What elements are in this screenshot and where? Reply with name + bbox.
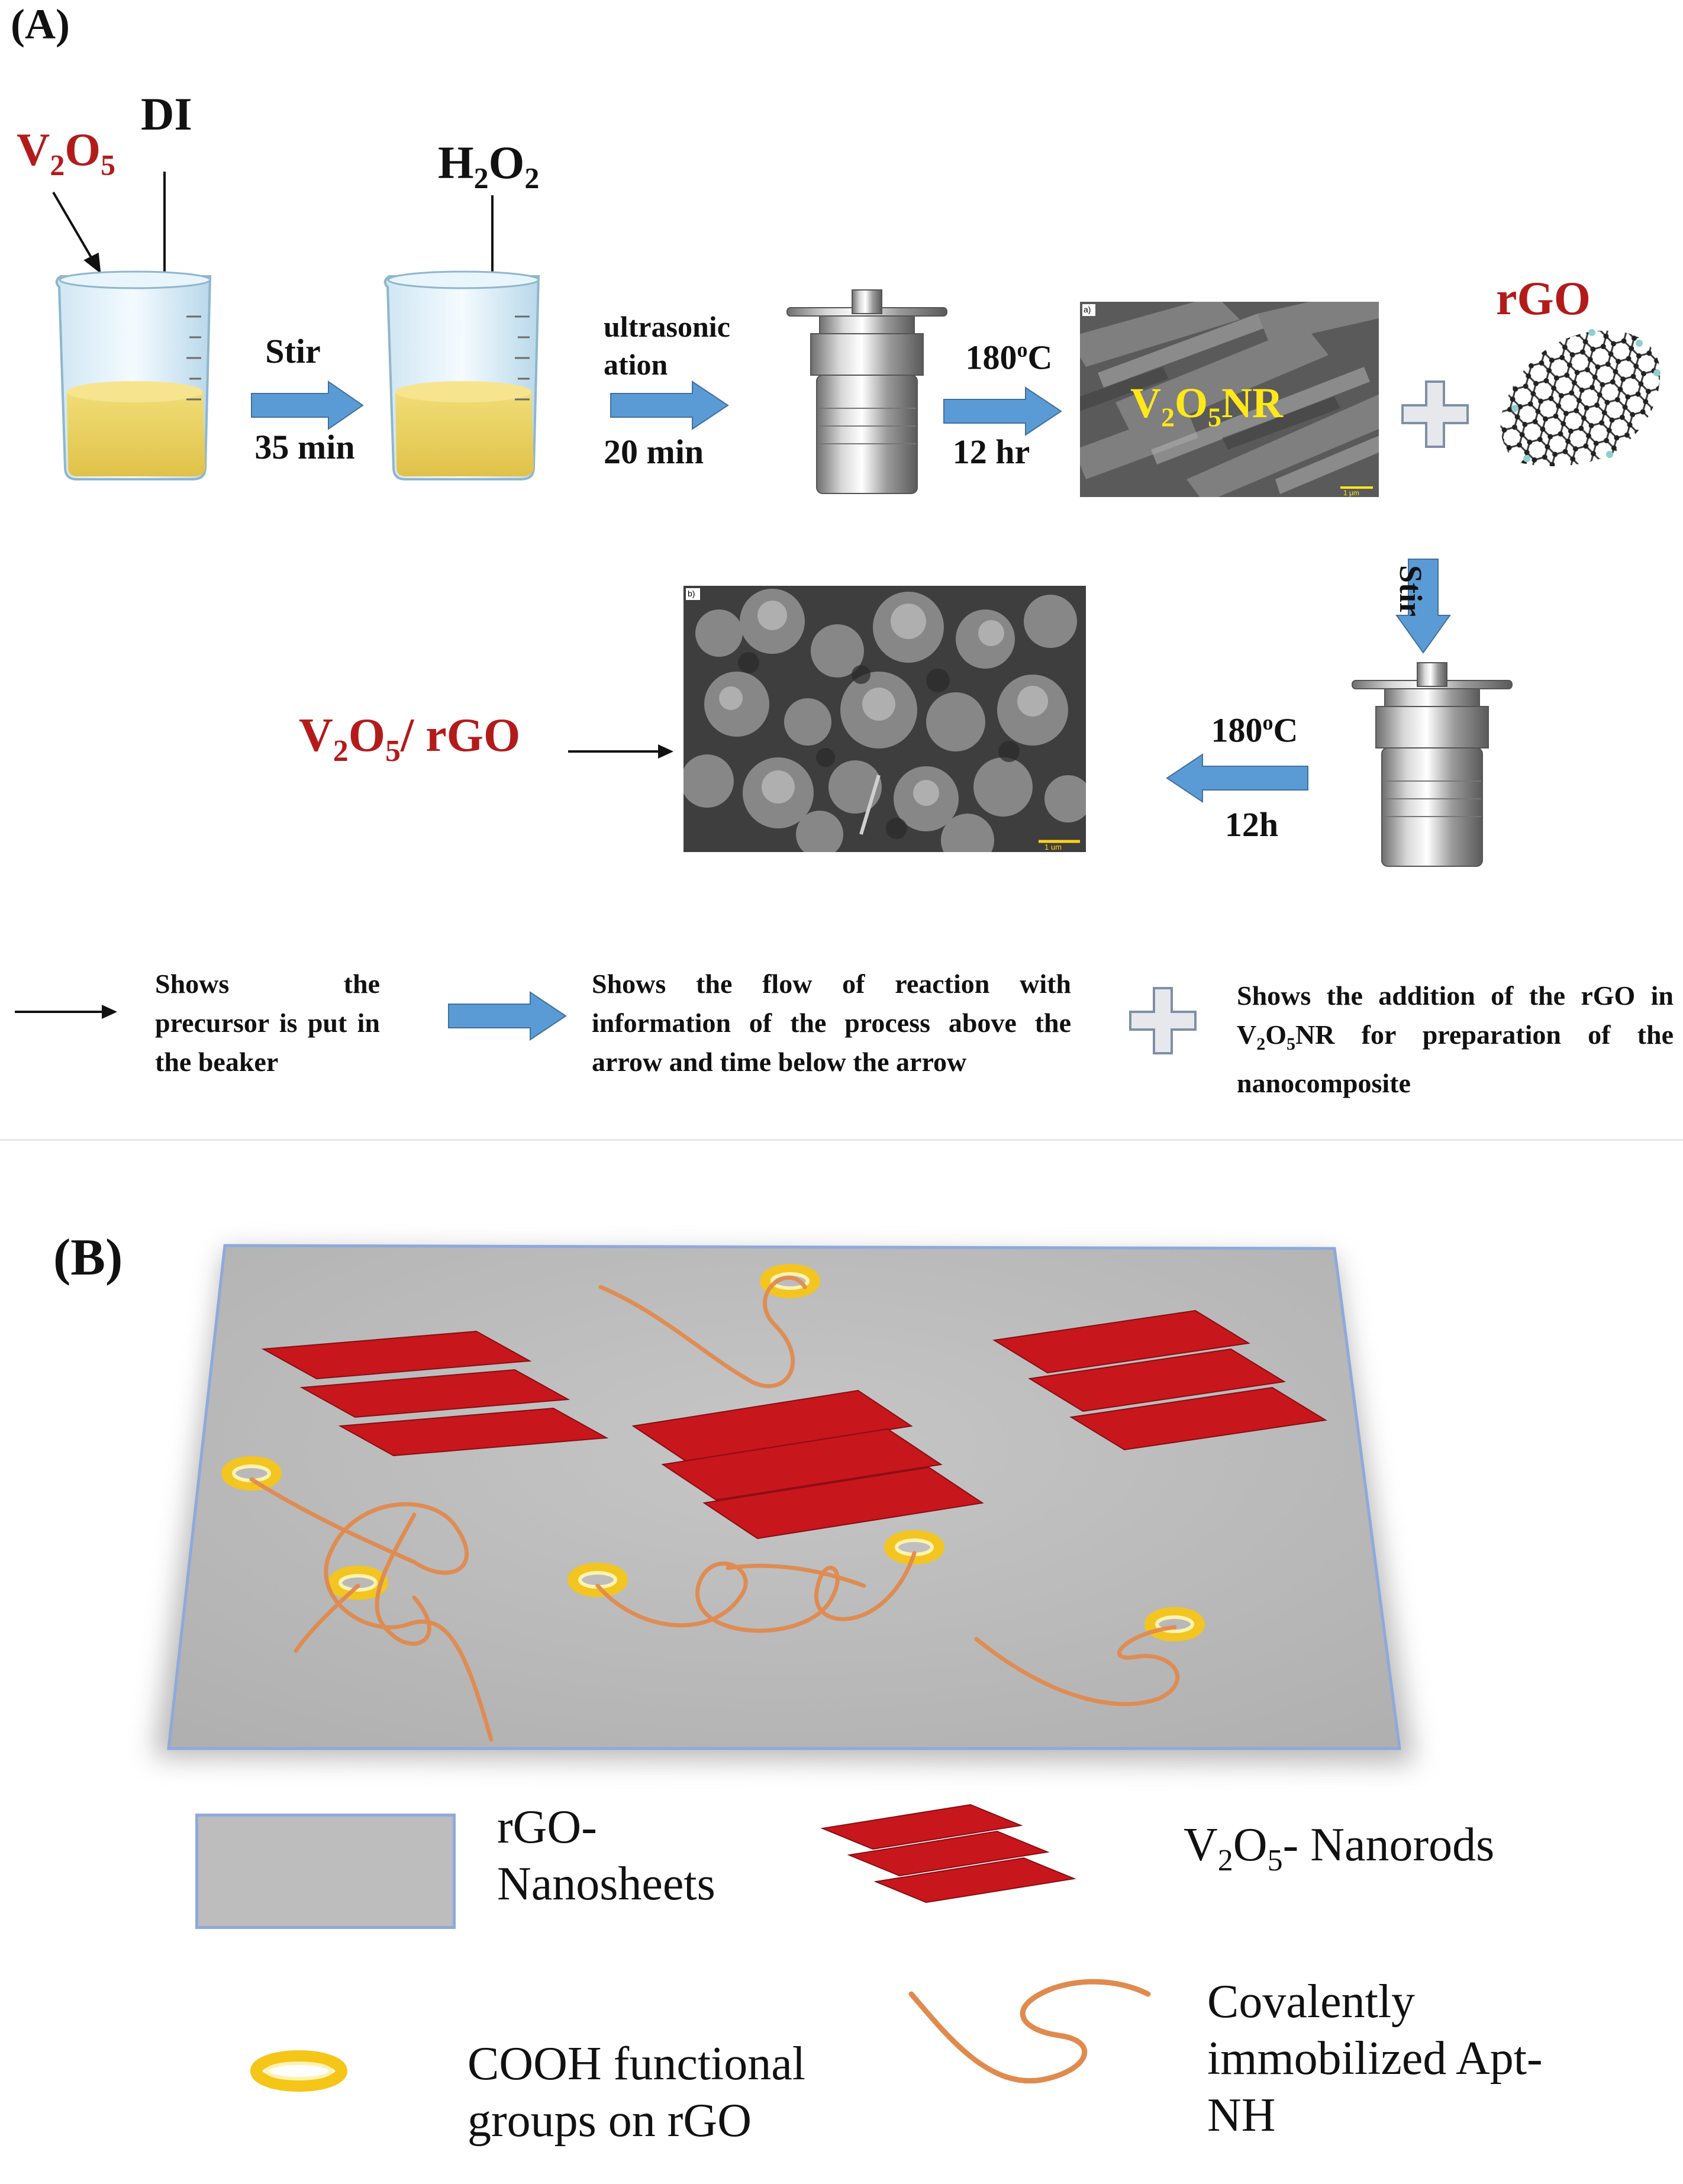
cooh-group bbox=[1144, 1607, 1205, 1641]
di-water-label: DI bbox=[141, 88, 192, 140]
stir2-step-label: Stir bbox=[1393, 565, 1429, 617]
nanorod-legend-label: V2O5- Nanorods bbox=[1184, 1819, 1495, 1877]
aptamer-strand bbox=[294, 1583, 360, 1653]
rgo-reagent-label: rGO bbox=[1496, 273, 1591, 325]
aptamer-strand bbox=[249, 1477, 494, 1742]
aptamer-strand bbox=[726, 1563, 866, 1588]
composite-product-label: V2O5/ rGO bbox=[299, 709, 521, 768]
sem-panel-corner-label: b) bbox=[688, 589, 695, 598]
v2o5-reagent-label: V2O5 bbox=[17, 124, 116, 182]
cooh-group bbox=[221, 1456, 282, 1491]
v2o5-nanorod-stack bbox=[992, 1309, 1327, 1451]
legend-thin-arrow-text: Shows the precursor is put in the beaker bbox=[155, 969, 380, 1077]
sem-scale-bar-label: 1 um bbox=[1044, 843, 1062, 851]
sem-image-nanorods: a) 1 μm V2O5NR bbox=[1080, 302, 1379, 497]
plus-icon bbox=[1129, 987, 1197, 1054]
graphene-icon bbox=[1500, 329, 1661, 466]
thin-arrow-icon bbox=[15, 1005, 117, 1019]
legend-block-arrow-text: Shows the flow of reaction with informat… bbox=[592, 969, 1071, 1077]
cooh-group bbox=[568, 1563, 628, 1597]
stir-step-label: Stir bbox=[265, 332, 321, 370]
v2o5-nanorod-stack bbox=[261, 1330, 609, 1457]
thin-arrow-icon bbox=[568, 744, 673, 759]
autoclave-icon bbox=[786, 289, 947, 494]
sem-scale-bar-label: 1 μm bbox=[1343, 489, 1359, 497]
nanorod-legend-swatch bbox=[820, 1804, 1076, 1904]
beaker-icon bbox=[55, 270, 212, 480]
heat2-step-label: 180oC bbox=[1211, 711, 1298, 750]
v2o5-nanorod-stack bbox=[631, 1389, 984, 1540]
rgo-nanosheet-legend-label: rGO-Nanosheets bbox=[497, 1801, 715, 1910]
aptamer-strand bbox=[598, 1275, 807, 1389]
aptamer-strand bbox=[595, 1551, 917, 1633]
block-arrow-icon bbox=[610, 380, 729, 430]
legend-plus-text: Shows the addition of the rGO in V2O5NR … bbox=[1237, 980, 1674, 1099]
v2o5-nanorod-sem-label: V2O5NR bbox=[1130, 379, 1284, 433]
sonication-time-label: 20 min bbox=[604, 433, 704, 471]
block-arrow-icon bbox=[1395, 559, 1451, 654]
block-arrow-icon bbox=[251, 380, 364, 430]
heat-step-label: 180oC bbox=[965, 338, 1053, 377]
stir-time-label: 35 min bbox=[254, 428, 355, 466]
heat-time-label: 12 hr bbox=[952, 433, 1030, 471]
block-arrow-icon bbox=[943, 386, 1062, 436]
beaker-icon bbox=[383, 270, 540, 480]
aptamer-strand bbox=[375, 1512, 431, 1646]
h2o2-reagent-label: H2O2 bbox=[438, 137, 540, 195]
aptamer-legend-swatch bbox=[908, 1979, 1151, 2084]
panel-divider bbox=[0, 1139, 1683, 1141]
cooh-legend-swatch bbox=[250, 2050, 347, 2092]
block-arrow-icon bbox=[1166, 753, 1308, 803]
cooh-group bbox=[760, 1264, 820, 1298]
block-arrow-icon bbox=[448, 991, 567, 1041]
rgo-nanosheet-scheme bbox=[154, 1244, 1414, 1763]
panel-b-label: (B) bbox=[53, 1229, 123, 1286]
sem-image-composite: b) 1 um bbox=[683, 586, 1086, 852]
panel-a-label: (A) bbox=[11, 1, 70, 48]
aptamer-strand bbox=[974, 1625, 1180, 1706]
plus-icon bbox=[1401, 380, 1469, 448]
heat2-time-label: 12h bbox=[1224, 805, 1279, 844]
autoclave-icon bbox=[1352, 662, 1513, 867]
sem-panel-corner-label: a) bbox=[1084, 305, 1091, 314]
rgo-nanosheet-legend-swatch bbox=[195, 1814, 456, 1929]
